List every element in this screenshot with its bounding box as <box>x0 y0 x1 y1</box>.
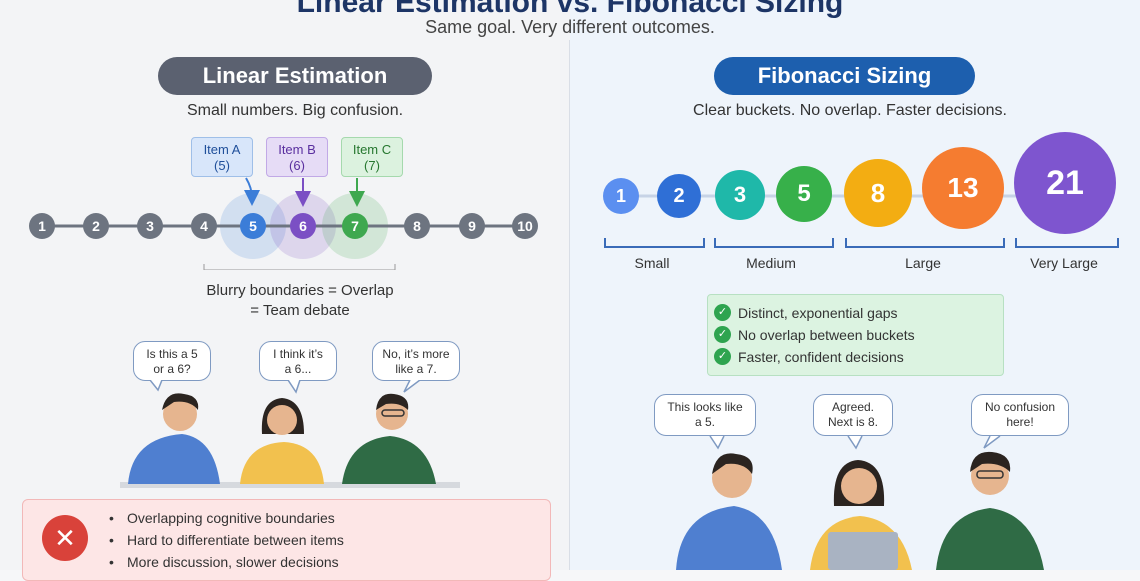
fib-number-5: 5 <box>776 166 832 222</box>
person-2-icon <box>240 398 324 484</box>
overlap-caption-line2: = Team debate <box>250 302 350 319</box>
left-bubble-2-line2: a 6... <box>284 362 312 376</box>
fib-number-8: 8 <box>844 159 912 227</box>
page-subtitle: Same goal. Very different outcomes. <box>425 17 715 37</box>
right-bubble-3: No confusion here! <box>971 394 1069 436</box>
page-title: Linear Estimation vs. Fibonacci Sizing <box>296 0 844 19</box>
check-icon: ✓ <box>714 326 731 343</box>
small-bracket <box>604 238 705 248</box>
fib-number-3: 3 <box>715 170 765 220</box>
linear-estimation-pill: Linear Estimation <box>158 57 432 95</box>
fibonacci-benefits-box: ✓ Distinct, exponential gaps ✓ No overla… <box>707 294 1004 376</box>
left-bubble-1-line1: Is this a 5 <box>146 347 198 361</box>
right-bubble-3-line2: here! <box>1006 415 1034 429</box>
right-bubble-3-line1: No confusion <box>984 400 1056 414</box>
left-bubble-3: No, it’s more like a 7. <box>372 341 460 381</box>
benefit-1-text: Distinct, exponential gaps <box>738 305 898 321</box>
benefit-3: ✓ Faster, confident decisions <box>714 348 904 365</box>
left-bubble-2-line1: I think it’s <box>273 347 323 361</box>
overlap-bracket <box>203 264 396 270</box>
left-bubble-1-line2: or a 6? <box>153 362 191 376</box>
very-large-bracket <box>1015 238 1119 248</box>
bubble-tail-3 <box>403 380 421 393</box>
linear-number-7: 7 <box>342 213 368 239</box>
medium-bracket <box>714 238 834 248</box>
fib-number-21: 21 <box>1014 132 1116 234</box>
left-bubble-1: Is this a 5 or a 6? <box>133 341 211 381</box>
problem-1: Overlapping cognitive boundaries <box>109 510 335 526</box>
item-b-label: Item B <box>278 142 316 157</box>
bubble-tail-5 <box>847 436 863 450</box>
bucket-small: Small <box>634 255 670 271</box>
item-c-value: (7) <box>364 158 380 173</box>
bucket-large: Large <box>905 255 941 271</box>
person-1-icon <box>128 393 220 484</box>
fib-number-2: 2 <box>657 174 701 218</box>
item-a-box: Item A (5) <box>191 137 253 177</box>
linear-problems-box: Overlapping cognitive boundaries Hard to… <box>22 499 551 581</box>
bubble-tail-6 <box>983 436 1001 449</box>
problem-2: Hard to differentiate between items <box>109 532 344 548</box>
benefit-1: ✓ Distinct, exponential gaps <box>714 304 898 321</box>
left-bubble-2: I think it’s a 6... <box>259 341 337 381</box>
bubble-tail-4 <box>709 436 725 450</box>
fib-number-1: 1 <box>603 178 639 214</box>
linear-number-5: 5 <box>240 213 266 239</box>
right-bubble-1: This looks like a 5. <box>654 394 756 436</box>
left-team-illustration <box>120 380 460 488</box>
bucket-medium: Medium <box>746 255 796 271</box>
panel-divider <box>569 40 570 570</box>
linear-number-8: 8 <box>404 213 430 239</box>
linear-number-4: 4 <box>191 213 217 239</box>
fibonacci-tagline: Clear buckets. No overlap. Faster decisi… <box>693 102 1007 119</box>
linear-number-line-graphic <box>40 177 528 270</box>
check-icon: ✓ <box>714 304 731 321</box>
large-bracket <box>845 238 1005 248</box>
linear-number-6: 6 <box>290 213 316 239</box>
left-bubble-3-line2: like a 7. <box>395 362 437 376</box>
fibonacci-sizing-pill: Fibonacci Sizing <box>714 57 975 95</box>
linear-number-9: 9 <box>459 213 485 239</box>
benefit-2: ✓ No overlap between buckets <box>714 326 915 343</box>
item-c-label: Item C <box>352 142 392 157</box>
bubble-tail-1 <box>149 380 163 392</box>
x-icon: ✕ <box>42 515 88 561</box>
left-bubble-3-line1: No, it’s more <box>382 347 450 361</box>
right-bubble-1-line2: a 5. <box>694 415 715 429</box>
linear-number-10: 10 <box>512 213 538 239</box>
item-a-value: (5) <box>214 158 230 173</box>
item-c-box: Item C (7) <box>341 137 403 177</box>
person-3-icon <box>342 393 436 484</box>
item-a-label: Item A <box>203 142 241 157</box>
meeting-table <box>120 482 460 488</box>
check-icon: ✓ <box>714 348 731 365</box>
linear-number-3: 3 <box>137 213 163 239</box>
linear-tagline: Small numbers. Big confusion. <box>186 102 404 119</box>
right-bubble-2: Agreed. Next is 8. <box>813 394 893 436</box>
right-team-illustration <box>676 436 1044 570</box>
right-bubble-2-line2: Next is 8. <box>827 415 878 429</box>
laptop-icon <box>828 532 898 570</box>
person-4-icon <box>676 453 782 570</box>
benefit-3-text: Faster, confident decisions <box>738 349 904 365</box>
problem-3: More discussion, slower decisions <box>109 554 339 570</box>
linear-number-2: 2 <box>83 213 109 239</box>
right-bubble-2-line1: Agreed. <box>831 400 875 414</box>
right-bubble-1-line1: This looks like <box>667 400 743 414</box>
item-a-arrow <box>243 177 260 206</box>
benefit-2-text: No overlap between buckets <box>738 327 915 343</box>
linear-number-1: 1 <box>29 213 55 239</box>
bubble-tail-2 <box>287 380 301 394</box>
overlap-caption-line1: Blurry boundaries = Overlap <box>206 282 394 299</box>
item-b-box: Item B (6) <box>266 137 328 177</box>
fib-number-13: 13 <box>922 147 1004 229</box>
item-b-value: (6) <box>289 158 305 173</box>
person-6-icon <box>936 451 1044 570</box>
bucket-very-large: Very Large <box>1030 255 1098 271</box>
